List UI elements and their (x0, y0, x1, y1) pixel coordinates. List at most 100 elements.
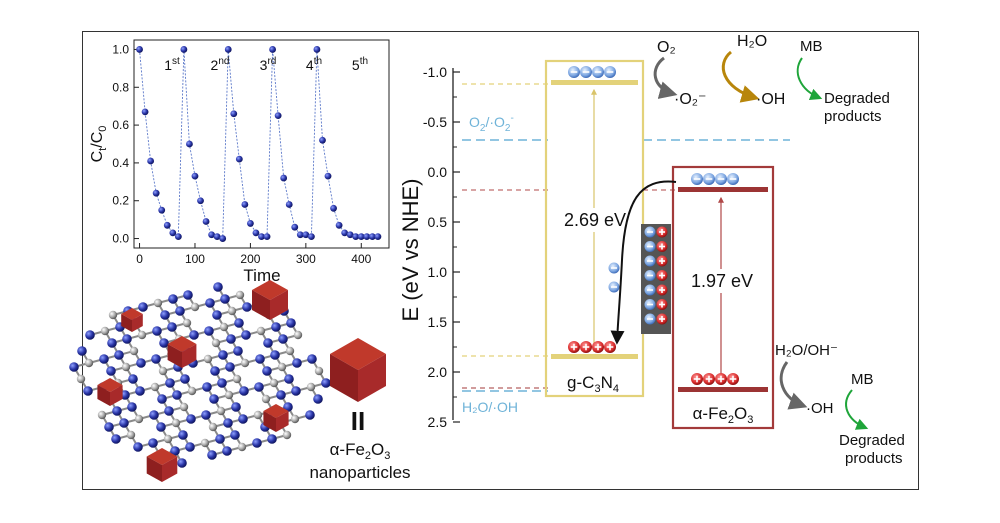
nitrogen-atom (225, 362, 235, 372)
nitrogen-atom (128, 374, 138, 384)
nitrogen-atom (307, 354, 317, 364)
chart-y-tick-label: 0.2 (112, 194, 129, 208)
h2o-couple-label: H₂O/·OH (462, 399, 518, 415)
nitrogen-atom (226, 334, 236, 344)
chart-plot-area (133, 39, 390, 249)
nitrogen-atom (77, 346, 87, 356)
chart-data-point (357, 233, 365, 241)
nitrogen-atom (234, 318, 244, 328)
carbon-atom (126, 430, 136, 440)
chart-data-point (191, 172, 199, 180)
nitrogen-atom (107, 338, 117, 348)
nitrogen-atom (267, 434, 277, 444)
carbon-atom (179, 402, 189, 412)
o2-couple-label: O2/·O2- (469, 113, 514, 134)
chart-data-point (274, 112, 282, 120)
electron-icon (727, 173, 739, 185)
nitrogen-atom (170, 446, 180, 456)
chart-data-point (230, 110, 238, 118)
nitrogen-atom (83, 386, 93, 396)
chart-cycle-label: 4th (306, 56, 322, 73)
nitrogen-atom (242, 302, 252, 312)
hole-icon (727, 373, 739, 385)
nitrogen-atom (133, 442, 143, 452)
nitrogen-atom (220, 294, 230, 304)
nitrogen-atom (213, 282, 223, 292)
electron-icon (644, 226, 656, 238)
nitrogen-atom (119, 418, 129, 428)
nitrogen-atom (183, 290, 193, 300)
electron-icon (608, 281, 620, 293)
chart-data-point (147, 157, 155, 165)
nitrogen-atom (230, 430, 240, 440)
nitrogen-atom (231, 402, 241, 412)
chart-x-tick-label: 400 (351, 252, 371, 266)
gcn-cb-band (551, 80, 638, 85)
nitrogen-atom (99, 354, 109, 364)
nitrogen-atom (159, 338, 169, 348)
nitrogen-atom (165, 378, 175, 388)
nitrogen-atom (313, 394, 323, 404)
carbon-atom (211, 338, 221, 348)
chart-data-point (324, 172, 332, 180)
chart-data-point (235, 155, 243, 163)
nitrogen-atom (207, 450, 217, 460)
chart-data-point (285, 201, 293, 208)
carbon-atom (269, 378, 279, 388)
carbon-atom (235, 290, 245, 300)
hole-icon (580, 341, 592, 353)
hole-icon (656, 241, 668, 252)
nitrogen-atom (127, 402, 137, 412)
nanoparticle-label-line2: nanoparticles (309, 463, 410, 482)
nitrogen-atom (177, 458, 187, 468)
carbon-atom (227, 306, 237, 316)
band-y-tick-label: -1.0 (423, 64, 447, 80)
band-y-tick-label: -0.5 (423, 114, 447, 130)
nitrogen-atom (205, 298, 215, 308)
chart-data-point (158, 206, 166, 214)
carbon-atom (100, 326, 110, 336)
band-diagram: -1.0-0.50.00.51.01.52.02.5 E (eV vs NHE)… (398, 33, 905, 467)
charge-column-carriers (644, 226, 668, 325)
nitrogen-atom (278, 334, 288, 344)
nitrogen-atom (217, 378, 227, 388)
fe2o3-cube-icon (330, 338, 386, 402)
chart-data-point (269, 46, 276, 53)
electron-icon (691, 173, 703, 185)
gcn-sheet-illustration (69, 280, 331, 482)
nitrogen-atom (305, 410, 315, 420)
chart-data-point (363, 233, 371, 241)
carbon-atom (121, 362, 131, 372)
nitrogen-atom (138, 302, 148, 312)
nitrogen-atom (262, 366, 272, 376)
chart-y-tick-label: 1.0 (112, 42, 129, 56)
carbon-atom (76, 374, 86, 384)
chart-data-point (186, 140, 193, 148)
chart-data-point (252, 229, 260, 237)
chart-series-points (136, 46, 382, 242)
gcn-gap-label: 2.69 eV (564, 210, 626, 230)
hole-icon (703, 373, 715, 385)
carbon-atom (182, 318, 192, 328)
nitrogen-atom (85, 330, 95, 340)
mb-degradation-arrow-bottom (845, 389, 869, 430)
chart-data-point (368, 233, 376, 241)
nitrogen-atom (112, 406, 122, 416)
carbon-atom (219, 322, 229, 332)
band-y-tick-label: 0.0 (428, 164, 448, 180)
carbon-atom (171, 418, 181, 428)
nitrogen-atom (223, 418, 233, 428)
nitrogen-atom (222, 446, 232, 456)
h2o-oxidation-arrow (721, 50, 760, 103)
chart-data-point (213, 233, 221, 241)
band-y-tick-label: 1.0 (428, 264, 448, 280)
chart-y-tick-label: 0.0 (112, 232, 129, 246)
degraded-label-line2: products (824, 108, 882, 125)
chart-data-point (296, 231, 304, 239)
nitrogen-atom (270, 350, 280, 360)
carbon-atom (137, 330, 147, 340)
hole-icon (604, 341, 616, 353)
nitrogen-atom (152, 326, 162, 336)
chart-data-point (152, 189, 160, 197)
